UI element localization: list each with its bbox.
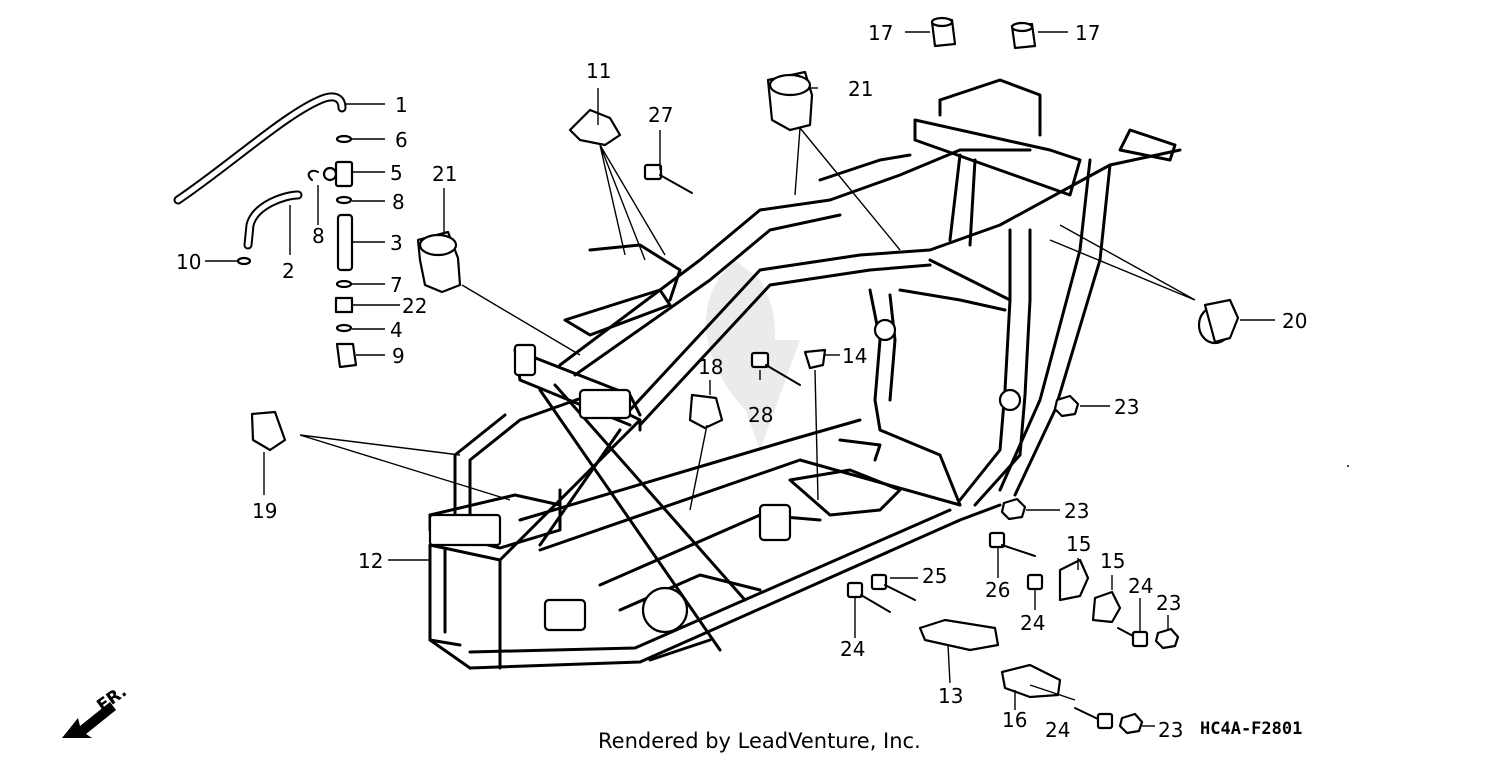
callout-23-b: 23: [1064, 499, 1089, 523]
connector-22: [334, 296, 354, 314]
bolt-24-d: [1074, 707, 1114, 730]
callout-18: 18: [698, 355, 723, 379]
plate-15-b: [1091, 590, 1122, 624]
clamp-21-left: [416, 230, 462, 294]
bolt-28: [750, 351, 801, 386]
callout-17-right: 17: [1075, 21, 1100, 45]
clamp-20: [1197, 298, 1240, 345]
bolt-27: [643, 163, 693, 194]
render-credit: Rendered by LeadVenture, Inc.: [598, 729, 921, 753]
diagram-code: HC4A-F2801: [1200, 719, 1302, 739]
callout-2: 2: [282, 259, 295, 283]
callout-6: 6: [395, 128, 408, 152]
cap-9: [335, 342, 358, 369]
bolt-24-a: [846, 581, 891, 613]
clamp-21-top: [766, 70, 814, 132]
clip-8a: [335, 195, 353, 205]
callout-1: 1: [395, 93, 408, 117]
joint-5: [322, 160, 354, 188]
callout-24-b: 24: [1020, 611, 1045, 635]
clip-19: [250, 410, 287, 452]
callout-26: 26: [985, 578, 1010, 602]
bolt-26: [988, 531, 1036, 557]
callout-28: 28: [748, 403, 773, 427]
callout-8-a: 8: [392, 190, 405, 214]
leader-lines: [205, 31, 1275, 727]
nut-23-a: [1053, 394, 1080, 418]
callout-21-top: 21: [848, 77, 873, 101]
callout-16: 16: [1002, 708, 1027, 732]
grommet-17-left: [930, 16, 957, 48]
bracket-13: [918, 618, 1000, 652]
clip-18: [688, 393, 724, 430]
clip-4: [335, 323, 353, 333]
plate-15-a: [1058, 558, 1090, 602]
callout-7: 7: [390, 273, 403, 297]
nut-23-b: [1000, 497, 1027, 521]
callout-15-b: 15: [1100, 549, 1125, 573]
callout-20: 20: [1282, 309, 1307, 333]
callout-3: 3: [390, 231, 403, 255]
clip-8b: [307, 169, 319, 181]
callout-23-a: 23: [1114, 395, 1139, 419]
callout-23-c: 23: [1156, 591, 1181, 615]
callout-labels: 1 2 3 4 5 6 7 8 8 9 10 11 12 13 14 15 15…: [176, 21, 1307, 742]
callout-15-a: 15: [1066, 532, 1091, 556]
callout-23-d: 23: [1158, 718, 1183, 742]
frame-body: [428, 78, 1182, 670]
front-direction-arrow: FR.: [62, 682, 131, 738]
callout-24-d: 24: [1045, 718, 1070, 742]
clip-10: [236, 256, 252, 266]
bolt-24-c: [1117, 627, 1149, 648]
plug-14: [803, 348, 827, 370]
nut-23-d: [1118, 712, 1144, 735]
tube-3: [336, 213, 354, 272]
callout-24-a: 24: [840, 637, 865, 661]
callout-13: 13: [938, 684, 963, 708]
callout-4: 4: [390, 318, 403, 342]
bolt-24-b: [1026, 573, 1044, 591]
callout-10: 10: [176, 250, 201, 274]
callout-19: 19: [252, 499, 277, 523]
grommet-17-right: [1010, 21, 1037, 50]
callout-22: 22: [402, 294, 427, 318]
clip-6: [335, 134, 353, 144]
callout-27: 27: [648, 103, 673, 127]
bolt-25: [870, 573, 916, 601]
callout-24-c: 24: [1128, 574, 1153, 598]
callout-8-b: 8: [312, 224, 325, 248]
nut-23-c: [1154, 627, 1180, 650]
clip-11: [568, 108, 622, 147]
callout-12: 12: [358, 549, 383, 573]
callout-5: 5: [390, 161, 403, 185]
callout-17-left: 17: [868, 21, 893, 45]
callout-25: 25: [922, 564, 947, 588]
callout-9: 9: [392, 344, 405, 368]
callout-11: 11: [586, 59, 611, 83]
callout-21-left: 21: [432, 162, 457, 186]
clip-7: [335, 279, 353, 289]
callout-14: 14: [842, 344, 867, 368]
